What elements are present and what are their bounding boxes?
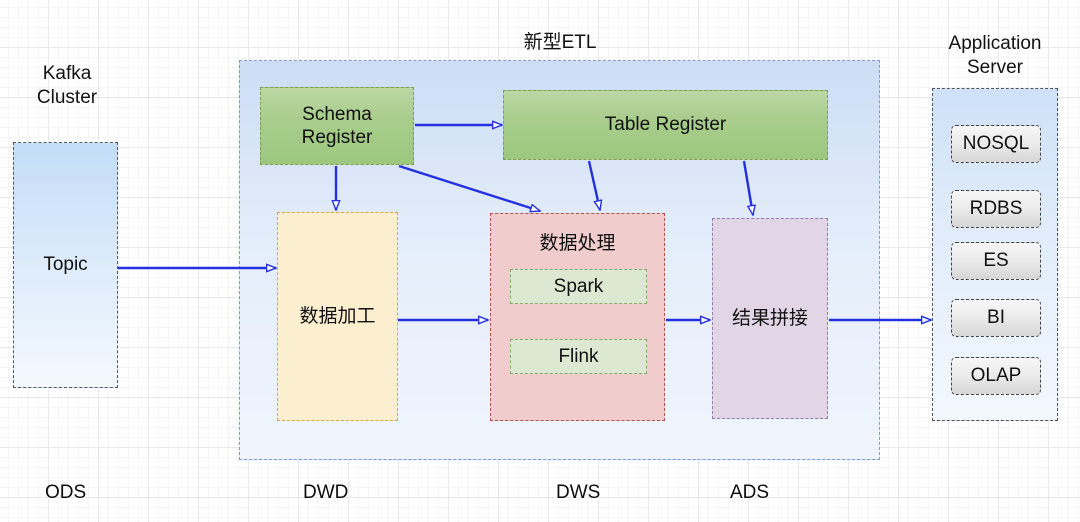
app-item-rdbs-label: RDBS — [969, 198, 1023, 220]
app-item-es[interactable]: ES — [951, 242, 1041, 280]
application-server-container: NOSQL RDBS ES BI OLAP — [932, 88, 1058, 421]
schema-register-node[interactable]: Schema Register — [260, 87, 414, 165]
topic-node[interactable]: Topic — [13, 142, 118, 388]
topic-node-label: Topic — [43, 254, 88, 276]
layer-label-dws: DWS — [556, 482, 601, 503]
data-refining-node[interactable]: 数据加工 — [277, 212, 398, 421]
app-item-bi-label: BI — [987, 307, 1005, 329]
table-register-node[interactable]: Table Register — [503, 90, 828, 160]
app-item-olap-label: OLAP — [970, 365, 1022, 387]
layer-label-ods: ODS — [45, 482, 87, 503]
flink-label: Flink — [558, 345, 599, 367]
flink-node[interactable]: Flink — [510, 339, 647, 374]
table-register-label: Table Register — [604, 114, 727, 136]
schema-register-label: Schema Register — [301, 103, 373, 148]
data-refining-label: 数据加工 — [299, 305, 376, 327]
etl-title-label: 新型ETL — [523, 32, 597, 54]
data-processing-title: 数据处理 — [539, 233, 616, 254]
app-item-es-label: ES — [983, 250, 1009, 272]
layer-label-dwd: DWD — [303, 482, 349, 503]
app-item-bi[interactable]: BI — [951, 299, 1041, 337]
spark-node[interactable]: Spark — [510, 269, 647, 304]
kafka-cluster-label: Kafka Cluster — [36, 63, 98, 108]
spark-label: Spark — [553, 275, 604, 297]
layer-label-ads: ADS — [730, 482, 770, 503]
app-item-nosql-label: NOSQL — [962, 133, 1030, 155]
app-item-nosql[interactable]: NOSQL — [951, 125, 1041, 163]
result-assembly-node[interactable]: 结果拼接 — [712, 218, 828, 419]
result-assembly-label: 结果拼接 — [731, 307, 808, 329]
application-server-label: Application Server — [948, 33, 1042, 78]
app-item-rdbs[interactable]: RDBS — [951, 190, 1041, 228]
data-processing-node[interactable]: 数据处理 Spark Flink — [490, 213, 665, 421]
app-item-olap[interactable]: OLAP — [951, 357, 1041, 395]
